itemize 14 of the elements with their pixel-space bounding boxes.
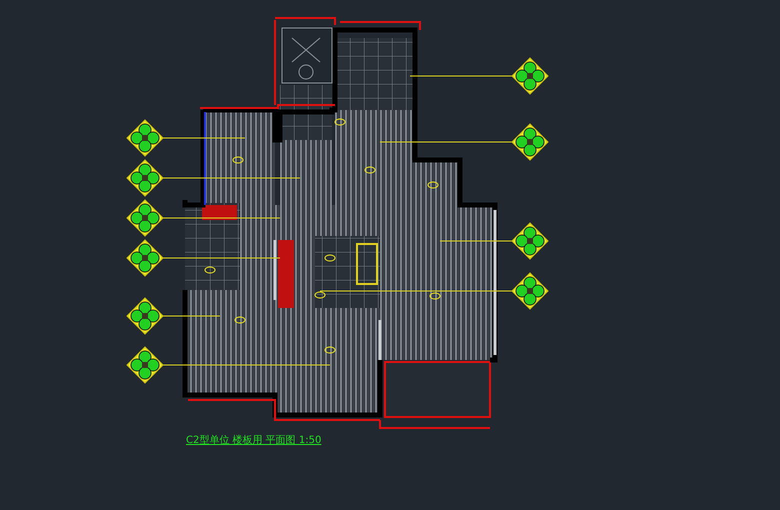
material-symbol <box>511 57 549 95</box>
drawing-title: C2型单位 楼板用 平面图 1:50 <box>186 434 322 447</box>
material-symbol <box>126 119 164 157</box>
material-symbol <box>511 123 549 161</box>
material-symbol <box>511 272 549 310</box>
material-symbol <box>126 297 164 335</box>
material-symbol <box>126 346 164 384</box>
material-symbol <box>126 159 164 197</box>
leader-line <box>162 364 330 366</box>
material-symbol <box>126 239 164 277</box>
material-symbol <box>511 222 549 260</box>
material-symbol <box>126 199 164 237</box>
leader-line <box>320 290 512 292</box>
leader-line <box>440 240 512 242</box>
